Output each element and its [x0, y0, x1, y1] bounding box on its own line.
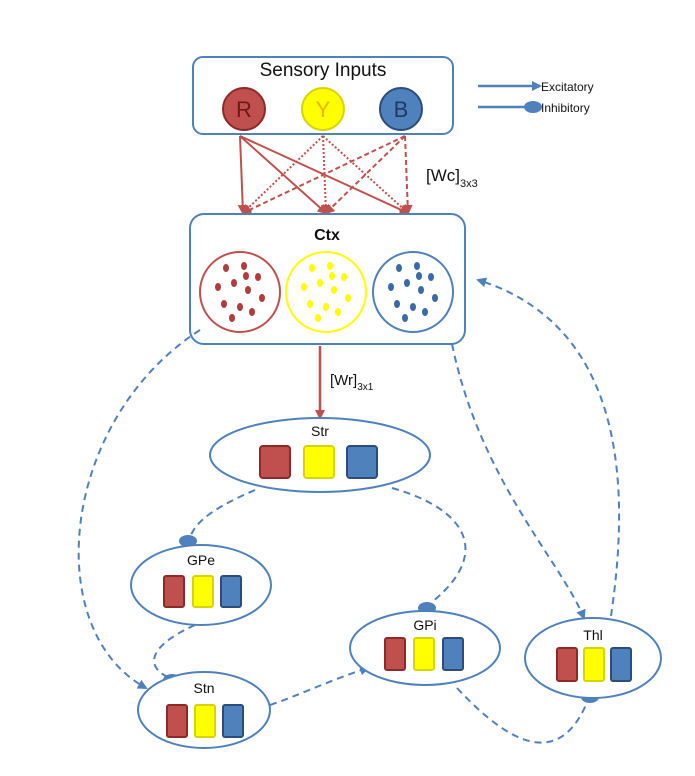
thl-node: Thl	[524, 617, 662, 699]
thl-label: Thl	[583, 627, 602, 643]
stn-yellow-channel	[194, 704, 216, 738]
thl-to-ctx-path	[476, 277, 621, 617]
stn-red-channel	[166, 704, 188, 738]
gpe-blue-channel	[220, 575, 242, 608]
ctx-red-population	[199, 251, 281, 333]
gpi-to-thl-path	[456, 687, 589, 744]
gpe-yellow-channel	[192, 575, 214, 608]
legend-inhibitory-dot	[524, 101, 542, 113]
str-node: Str	[209, 417, 431, 493]
input-y-label: Y	[316, 97, 331, 122]
sensory-inputs-box: Sensory Inputs R Y B	[192, 56, 454, 135]
gpe-inhibitory-terminal	[179, 535, 197, 547]
gpi-label: GPi	[413, 617, 436, 633]
gpi-node: GPi	[349, 610, 501, 686]
stn-blue-channel	[222, 704, 244, 738]
gpi-red-channel	[384, 637, 406, 671]
str-label: Str	[311, 423, 329, 439]
str-blue-channel	[346, 445, 378, 479]
str-to-gpi-path	[391, 487, 467, 603]
gpi-yellow-channel	[413, 637, 435, 671]
input-r-label: R	[236, 97, 252, 122]
wc-label: [Wc]3x3	[426, 166, 478, 190]
thl-blue-channel	[610, 647, 632, 682]
input-b	[379, 87, 423, 131]
str-red-channel	[259, 445, 291, 479]
input-r	[222, 87, 266, 131]
gpe-label: GPe	[187, 552, 215, 568]
ctx-red-neurons	[215, 262, 265, 322]
input-y	[301, 87, 345, 131]
ctx-blue-neurons	[388, 262, 438, 322]
ctx-box: Ctx	[189, 213, 466, 345]
gpe-node: GPe	[130, 544, 272, 626]
gpi-blue-channel	[442, 637, 464, 671]
legend-excitatory-label: Excitatory	[541, 80, 594, 94]
stn-to-gpi-path	[269, 665, 370, 706]
thl-yellow-channel	[583, 647, 605, 682]
stn-node: Stn	[137, 671, 271, 749]
stn-label: Stn	[193, 680, 214, 696]
ctx-yellow-neurons	[301, 262, 351, 322]
pathways	[77, 277, 621, 744]
legend-inhibitory-label: Inhibitory	[541, 101, 590, 115]
str-yellow-channel	[303, 445, 335, 479]
ctx-to-thl-path	[451, 343, 586, 620]
sensory-inputs-title: Sensory Inputs	[260, 60, 387, 81]
gpe-to-stn-path	[153, 624, 196, 679]
legend: Excitatory Inhibitory	[478, 80, 594, 115]
str-to-gpe-path	[189, 489, 256, 539]
wr-label: [Wr]3x1	[330, 372, 374, 393]
ctx-yellow-population	[285, 251, 367, 333]
gpe-red-channel	[163, 575, 185, 608]
ctx-title: Ctx	[314, 227, 340, 244]
thl-red-channel	[556, 647, 578, 682]
ctx-blue-population	[372, 251, 454, 333]
ctx-to-stn-path	[77, 329, 201, 689]
wc-connections	[237, 135, 413, 215]
input-b-label: B	[394, 97, 409, 122]
